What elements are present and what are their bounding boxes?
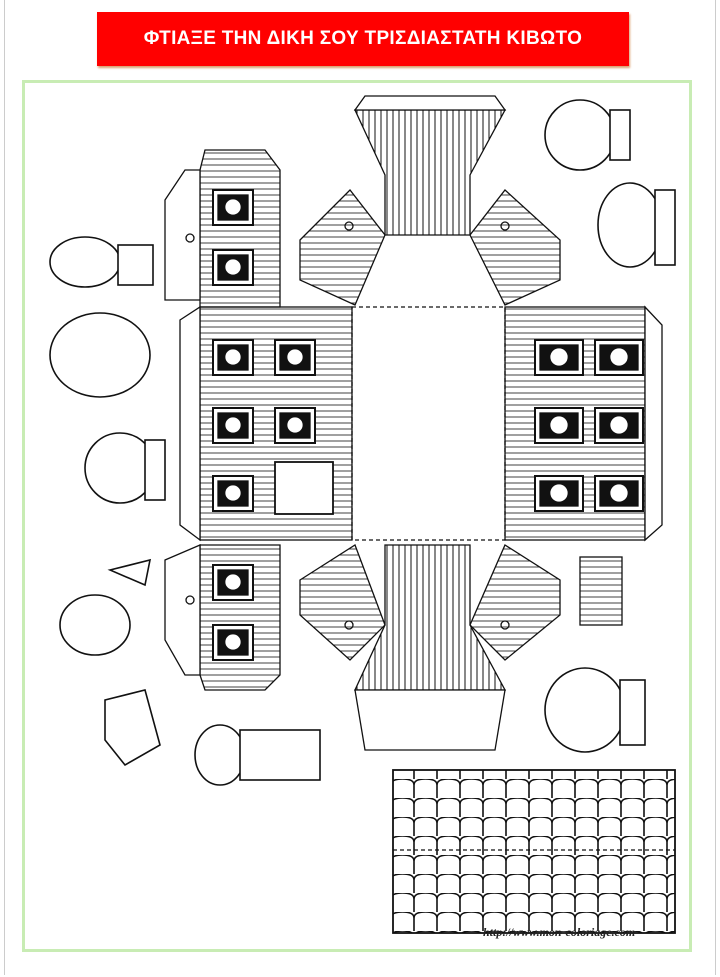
page-title: ΦΤΙΑΞΕ ΤΗΝ ΔΙΚΗ ΣΟΥ ΤΡΙΣΔΙΑΣΤΑΤΗ ΚΙΒΩΤΟ bbox=[97, 12, 629, 66]
tile-roof-sheet bbox=[392, 769, 676, 934]
ark-floor bbox=[351, 306, 506, 541]
worksheet-frame bbox=[22, 80, 692, 952]
source-watermark: http://www.mon-coloriage.com bbox=[483, 925, 636, 939]
ladder-piece bbox=[579, 556, 623, 626]
animal-cutouts bbox=[49, 99, 676, 786]
page-border bbox=[4, 0, 716, 975]
